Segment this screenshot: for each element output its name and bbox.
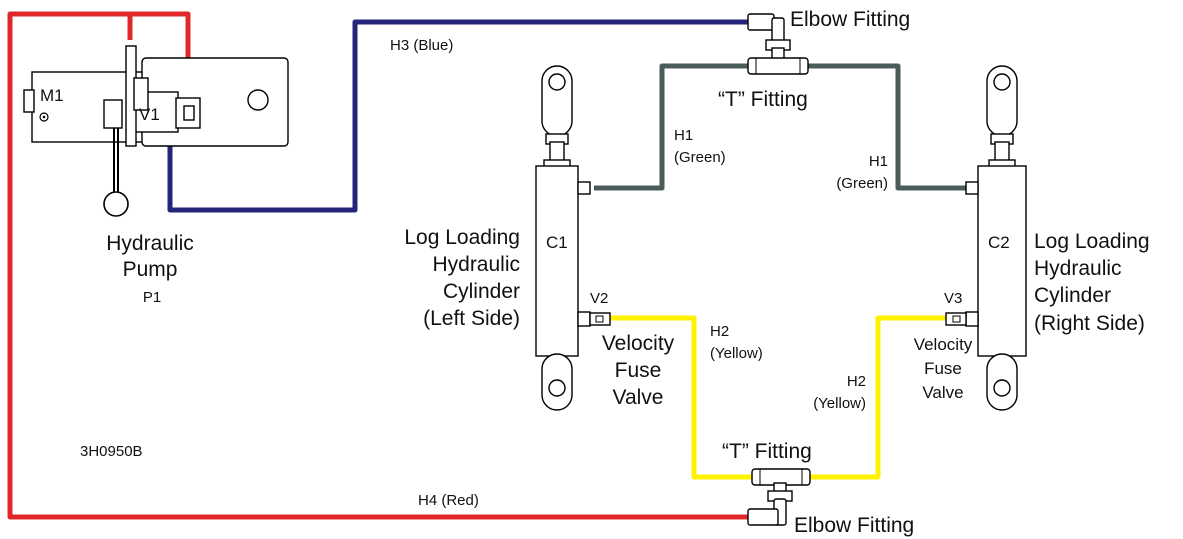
- pump-motor-mark-icon: [39, 112, 49, 122]
- pump-valve-label: V1: [139, 105, 160, 124]
- hose-h2-right-yellow: [810, 315, 950, 480]
- pump-title-line2: Pump: [123, 258, 178, 281]
- cylinder-right-barrel: [977, 165, 1027, 357]
- hose-h1-right-green: [808, 63, 966, 191]
- pump-id-label: P1: [143, 289, 161, 306]
- part-number: 3H0950B: [80, 443, 143, 460]
- tee-fitting-top: [747, 57, 809, 75]
- cylinder-right-title-3: Cylinder: [1034, 284, 1111, 307]
- cylinder-left-title-2: Hydraulic: [432, 253, 520, 276]
- cylinder-right-title-2: Hydraulic: [1034, 257, 1122, 280]
- velocity-fuse-valve-v3: [965, 311, 979, 327]
- elbow-bottom-label: Elbow Fitting: [794, 514, 914, 537]
- pump-title-line1: Hydraulic: [106, 232, 194, 255]
- hose-h2-right-color: (Yellow): [813, 395, 866, 412]
- hose-h1-right-label: H1: [869, 153, 888, 170]
- elbow-top-label: Elbow Fitting: [790, 8, 910, 31]
- hose-h1-left-color: (Green): [674, 149, 726, 166]
- hose-h3-label: H3 (Blue): [390, 37, 453, 54]
- elbow-fitting-bottom: [747, 482, 793, 526]
- tee-bottom-label: “T” Fitting: [722, 440, 812, 463]
- fuse-valve-left-1: Velocity: [602, 332, 675, 355]
- cylinder-left-title-1: Log Loading: [404, 226, 520, 249]
- cylinder-right-id: C2: [988, 233, 1010, 252]
- pump-lever-knob-icon: [103, 191, 129, 217]
- tee-fitting-bottom: [751, 468, 811, 486]
- pump-reservoir-port-icon: [247, 89, 269, 111]
- valve-v3-label: V3: [944, 290, 962, 307]
- cylinder-left-barrel: [535, 165, 579, 357]
- fuse-valve-left-2: Fuse: [615, 359, 662, 382]
- hose-h1-right-color: (Green): [836, 175, 888, 192]
- fuse-valve-right-3: Valve: [922, 383, 963, 402]
- hose-h1-left-label: H1: [674, 127, 693, 144]
- hose-h2-left-label: H2: [710, 323, 729, 340]
- fuse-valve-left-3: Valve: [613, 386, 664, 409]
- valve-v2-label: V2: [590, 290, 608, 307]
- hose-h2-right-label: H2: [847, 373, 866, 390]
- cylinder-left: [535, 65, 611, 411]
- hose-h2-left-yellow: [610, 315, 752, 480]
- fuse-valve-right-1: Velocity: [914, 335, 973, 354]
- cylinder-right-title-4: (Right Side): [1034, 312, 1145, 335]
- hydraulic-pump: M1 V1 Hydraulic Pump P1: [23, 45, 289, 306]
- hose-h4-label: H4 (Red): [418, 492, 479, 509]
- pump-motor-label: M1: [40, 86, 64, 105]
- cylinder-left-id: C1: [546, 233, 568, 252]
- tee-top-label: “T” Fitting: [718, 88, 808, 111]
- hose-h2-left-color: (Yellow): [710, 345, 763, 362]
- cylinder-left-title-3: Cylinder: [443, 280, 520, 303]
- cylinder-right: [945, 65, 1027, 411]
- elbow-fitting-top: [747, 13, 791, 61]
- fuse-valve-right-2: Fuse: [924, 359, 962, 378]
- hose-h1-left-green: [594, 63, 748, 191]
- velocity-fuse-valve-v2: [577, 311, 591, 327]
- cylinder-left-title-4: (Left Side): [423, 307, 520, 330]
- cylinder-right-title-1: Log Loading: [1034, 230, 1150, 253]
- pump-motor-cap: [23, 89, 35, 113]
